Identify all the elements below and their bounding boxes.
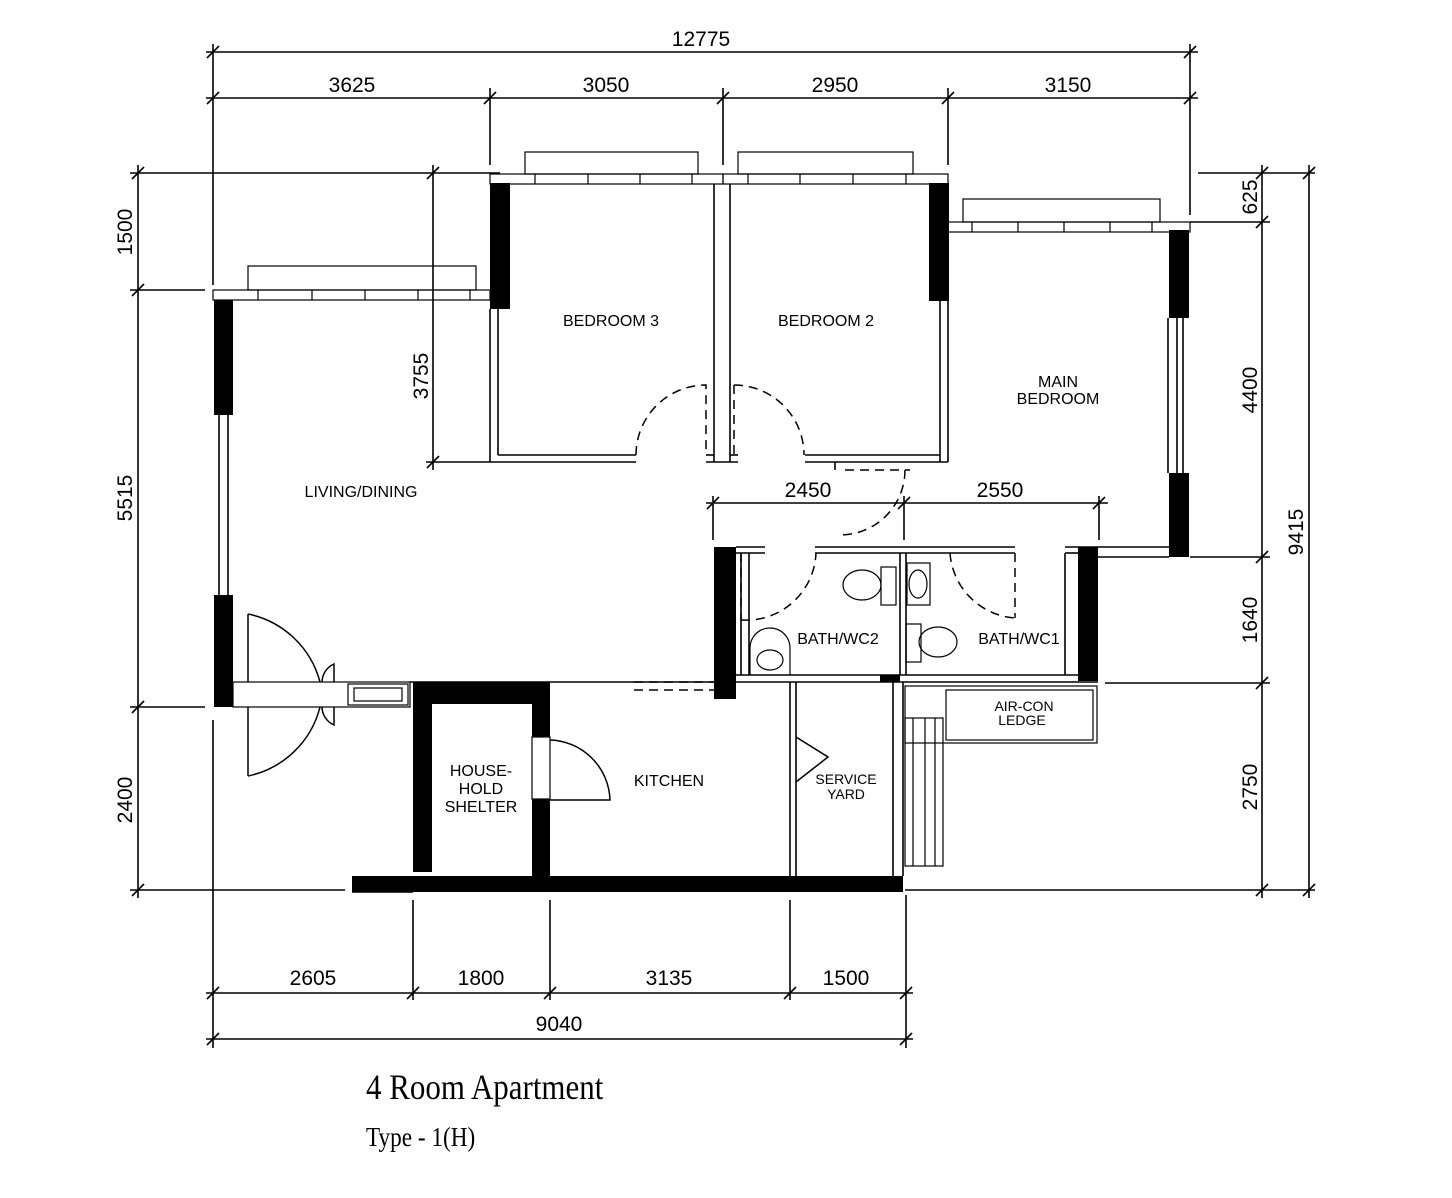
dim-top-4: 3150 — [1045, 74, 1092, 97]
dimension-lines — [130, 44, 1316, 1048]
plan-title: 4 Room Apartment — [366, 1067, 604, 1107]
main-entrance-door[interactable] — [247, 613, 321, 683]
toilet-icon — [842, 569, 882, 601]
dim-top-3: 2950 — [812, 74, 859, 97]
room-label-aircon-line2: LEDGE — [998, 712, 1045, 728]
main-bedroom-door[interactable] — [839, 469, 906, 536]
dim-right-1: 625 — [1239, 179, 1262, 214]
room-label-service-yard-line2: YARD — [827, 786, 865, 802]
room-label-bath1: BATH/WC1 — [978, 631, 1060, 648]
walls — [212, 151, 1191, 893]
dim-left-3: 2400 — [114, 777, 137, 824]
room-label-bedroom2: BEDROOM 2 — [778, 313, 874, 330]
dim-bath-2: 2550 — [977, 479, 1024, 502]
bath1-door[interactable] — [949, 552, 1016, 619]
dim-left-1: 1500 — [114, 209, 137, 256]
basin-icon — [749, 627, 791, 675]
bedroom3-door[interactable] — [635, 384, 707, 456]
room-label-bedroom3: BEDROOM 3 — [563, 313, 659, 330]
room-label-shelter-line1: HOUSE- — [450, 763, 512, 780]
room-label-living-dining: LIVING/DINING — [305, 484, 418, 501]
room-label-service-yard-line1: SERVICE — [815, 771, 876, 787]
plan-subtitle: Type - 1(H) — [366, 1122, 476, 1152]
dim-left-2: 5515 — [114, 475, 137, 522]
dimension-labels: 12775 3625 3050 2950 3150 1500 5515 2400… — [114, 28, 1308, 1036]
room-label-main-bedroom-line2: BEDROOM — [1017, 391, 1100, 408]
dim-bottom-4: 1500 — [823, 967, 870, 990]
bedroom2-door[interactable] — [733, 384, 805, 456]
toilet-icon — [918, 626, 958, 658]
room-label-shelter-line3: SHELTER — [445, 799, 518, 816]
dim-bath-1: 2450 — [785, 479, 832, 502]
room-labels: BEDROOM 3 BEDROOM 2 MAIN BEDROOM LIVING/… — [305, 313, 1100, 816]
room-label-kitchen: KITCHEN — [634, 773, 704, 790]
bath2-door[interactable] — [740, 552, 817, 621]
kitchen-door[interactable] — [549, 739, 611, 801]
dim-right-4: 2750 — [1239, 764, 1262, 811]
room-label-shelter-line2: HOLD — [459, 781, 503, 798]
dim-bottom-1: 2605 — [290, 967, 337, 990]
dim-bottom-2: 1800 — [458, 967, 505, 990]
basin-icon — [906, 562, 931, 606]
dim-top-2: 3050 — [583, 74, 630, 97]
dim-bottom-3: 3135 — [646, 967, 693, 990]
room-label-bath2: BATH/WC2 — [797, 631, 879, 648]
dim-right-2: 4400 — [1239, 367, 1262, 414]
dim-bottom-overall: 9040 — [536, 1013, 583, 1036]
dim-right-3: 1640 — [1239, 597, 1262, 644]
dim-top-overall: 12775 — [672, 28, 730, 51]
dim-inner-left: 3755 — [410, 353, 433, 400]
dim-right-overall: 9415 — [1285, 509, 1308, 556]
doors-and-fixtures — [247, 384, 1016, 801]
room-label-aircon-line1: AIR-CON — [994, 698, 1053, 714]
dim-top-1: 3625 — [329, 74, 376, 97]
room-label-main-bedroom-line1: MAIN — [1038, 374, 1078, 391]
